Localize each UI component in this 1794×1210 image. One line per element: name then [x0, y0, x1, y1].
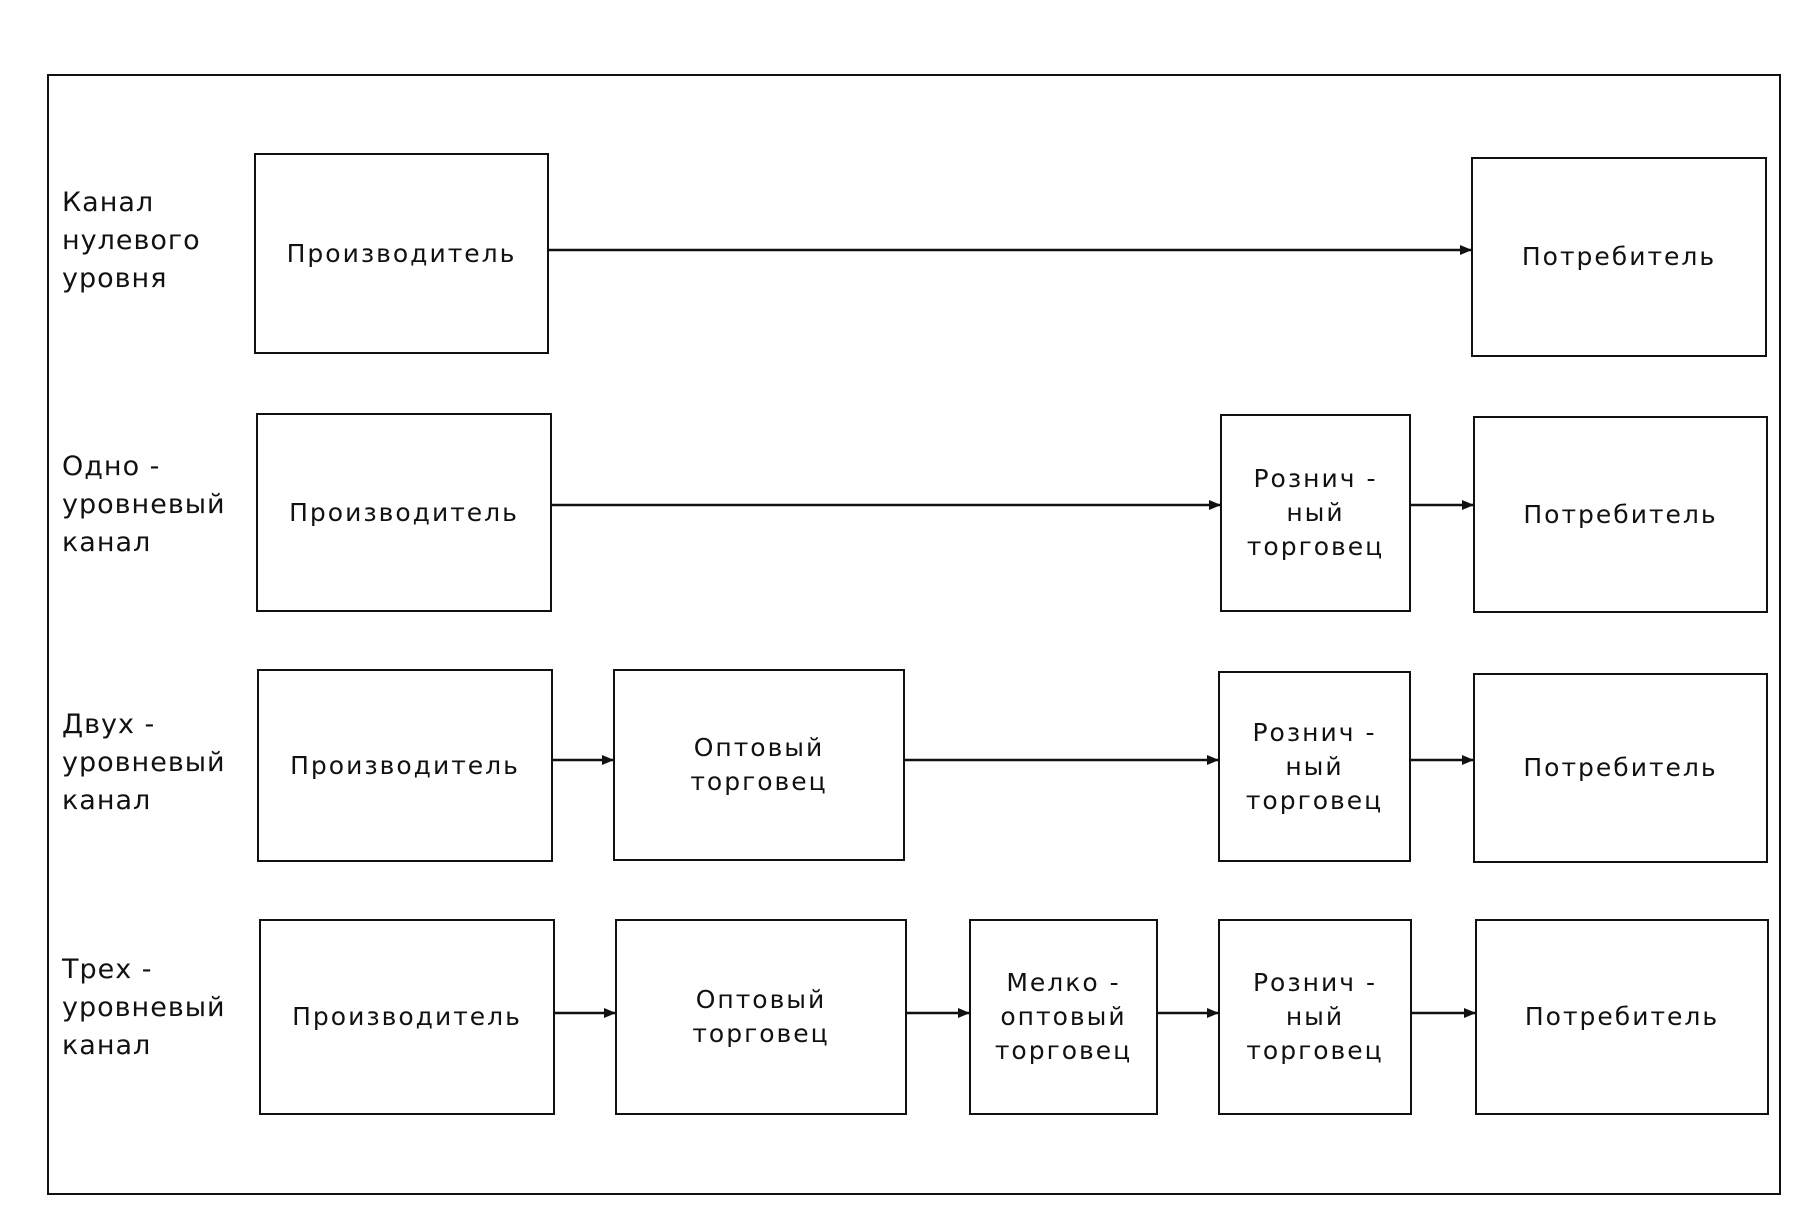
box-consumer-one-level: Потребитель [1473, 416, 1768, 613]
row-label-zero-level: Канал нулевого уровня [62, 187, 201, 294]
box-producer-three-level: Производитель [259, 919, 555, 1115]
box-consumer-zero-level: Потребитель [1471, 157, 1767, 357]
box-producer-zero-level: Производитель [254, 153, 549, 354]
box-small-wholesaler-three-level: Мелко - оптовый торговец [969, 919, 1158, 1115]
box-retailer-three-level: Рознич - ный торговец [1218, 919, 1412, 1115]
box-wholesaler-three-level: Оптовый торговец [615, 919, 907, 1115]
diagram-frame [47, 74, 1781, 1195]
box-consumer-three-level: Потребитель [1475, 919, 1769, 1115]
row-label-one-level: Одно - уровневый канал [62, 451, 226, 558]
row-label-three-level: Трех - уровневый канал [62, 954, 226, 1061]
box-producer-two-level: Производитель [257, 669, 553, 862]
box-retailer-one-level: Рознич - ный торговец [1220, 414, 1411, 612]
box-producer-one-level: Производитель [256, 413, 552, 612]
box-consumer-two-level: Потребитель [1473, 673, 1768, 863]
row-label-two-level: Двух - уровневый канал [62, 709, 226, 816]
box-retailer-two-level: Рознич - ный торговец [1218, 671, 1411, 862]
box-wholesaler-two-level: Оптовый торговец [613, 669, 905, 861]
